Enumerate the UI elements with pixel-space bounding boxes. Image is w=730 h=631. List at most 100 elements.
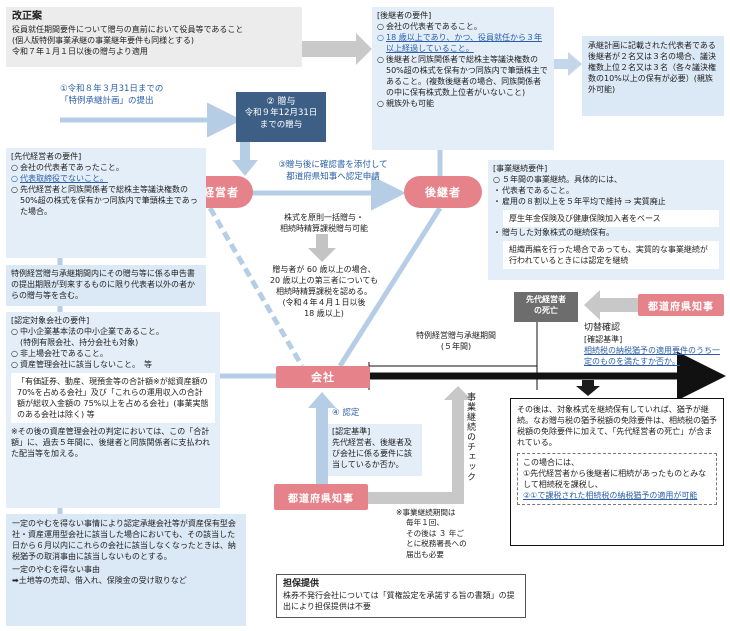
step1-line: 「特例承継計画」の提出	[60, 95, 154, 106]
certification-text: 先代経営者、後継者及び会社に係る要件に該当しているか否か。	[332, 438, 412, 470]
step1-label: ①令和８年３月31日までの 「特例承継計画」の提出	[60, 84, 240, 107]
reform-box: 改正案 役員就任期間要件について贈与の直前において役員等であること (個人版特例…	[6, 7, 302, 67]
pension-note: 厚生年金保険及び健康保険加入者をベース	[503, 210, 719, 228]
predecessor-req-item: 代表取締役でないこと。	[11, 173, 201, 184]
certification-arrow	[308, 392, 336, 484]
successor-req-item: 親族外も可能	[377, 98, 549, 109]
center-arrow	[308, 234, 336, 262]
company-req-item: 非上場会社であること。	[11, 348, 215, 359]
grant-period-label: 特例経営贈与承継期間 (５年間)	[396, 330, 516, 352]
company-req-item: (特例有限会社、持分会社も対象)	[20, 338, 139, 348]
plan-note-box: 承継計画に記載された代表者である後継者が２名又は３名の場合、議決権数上位２名又は…	[582, 36, 724, 116]
step2-line: までの贈与	[259, 120, 303, 131]
settlement-line: 18 歳以上)	[304, 309, 344, 319]
exemption-note-box: 一定のやむを得ない事情により認定承継会社等が資産保有型会社・資産運用型会社に該当…	[6, 514, 246, 626]
settlement-note: 贈与者が 60 歳以上の場合、 20 歳以上の第三者についても 相続時精算課税を…	[256, 264, 392, 319]
collateral-box: 担保提供 株券不発行会社については「質権設定を承諾する旨の書類」の提出により担保…	[276, 574, 526, 618]
step3-line: ③贈与後に確認書を添付して	[278, 160, 388, 170]
case-item: ①先代経営者から後継者に相続があったものとみなして相続税を課税し、	[523, 469, 707, 490]
step1-line: ①令和８年３月31日までの	[60, 84, 164, 94]
certification-box: [認定基準] 先代経営者、後継者及び会社に係る要件に該当しているか否か。	[328, 424, 422, 476]
period-line: (５年間)	[440, 342, 472, 352]
successor-company-line	[337, 206, 443, 368]
continuation-item: ５年間の事業継続。具体的には、	[493, 174, 719, 185]
reform-line: 令和７年１月１日以後の贈与より適用	[12, 46, 148, 56]
report-line: ※事業継続期間は	[396, 508, 456, 517]
continuation-check-label: 事業継続のチェック	[465, 392, 475, 482]
confirm-title: [確認基準]	[584, 335, 623, 344]
period-line: 特例経営贈与承継期間	[416, 331, 496, 340]
continuation-requirements-box: [事業継続要件] ５年間の事業継続。具体的には、 代表者であること。 雇用の８割…	[488, 160, 724, 280]
collateral-title: 担保提供	[283, 579, 320, 589]
predecessor-req-item: 先代経営者と同族関係者で総株主等議決権数の 50%超の株式を保有かつ同族内で筆頭…	[11, 184, 201, 217]
predecessor-requirements-box: [先代経営者の要件] 会社の代表者であったこと。 代表取締役でないこと。 先代経…	[6, 148, 206, 258]
predecessor-req-item: 会社の代表者であったこと。	[11, 162, 201, 173]
asset-company-quote: 「有価証券、動産、現預金等の合計額※が総資産額の70%を占める会社」及び「これら…	[11, 373, 215, 424]
predecessor-note-box: 特例経営贈与承継期間内にその贈与等に係る申告書の提出期限が到来するものに限り代表…	[6, 265, 206, 306]
cutover-arrow	[584, 290, 638, 320]
company-requirements-box: [認定対象会社の要件] 中小企業基本法の中小企業であること。 (特例有限会社、持…	[6, 312, 220, 508]
step3-line: 都道府県知事へ認定申請	[286, 171, 380, 182]
continuation-subitem: 代表者であること。	[493, 185, 719, 196]
reform-line: (個人版特例事業承継の事業継年要件も同様とする)	[12, 35, 194, 45]
predecessor-req-title: [先代経営者の要件]	[11, 152, 82, 161]
confirm-criteria: [確認基準] 相続税の納税猶予の適用要件のうち一定のものを満たすか否か。	[584, 334, 724, 367]
confirm-text: 相続税の納税猶予の適用要件のうち一定のものを満たすか否か。	[584, 346, 720, 367]
company-pill: 会社	[276, 366, 370, 388]
aftermath-main: その後は、対象株式を継続保有していれば、猶予が継続。なお贈与税の猶予税額の免除要…	[517, 405, 717, 448]
check-arrow	[368, 386, 472, 504]
successor-req-item: 会社の代表者であること。	[377, 21, 549, 32]
step3-label: ③贈与後に確認書を添付して 都道府県知事へ認定申請	[258, 160, 408, 183]
gift-step-box: ② 贈与 令和９年12月31日 までの贈与	[236, 92, 326, 142]
aftermath-case-box: この場合には、 ①先代経営者から後継者に相続があったものとみなして相続税を課税し…	[517, 453, 717, 506]
death-line: の死亡	[534, 306, 558, 316]
death-line: 先代経営者	[526, 295, 566, 304]
predecessor-company-line	[207, 206, 305, 368]
plan-note-arrow	[554, 52, 582, 76]
successor-req-title: [後継者の要件]	[377, 11, 432, 20]
continuation-subitem: 贈与した対象株式の継続保有。	[493, 227, 719, 238]
step2-arrow	[232, 142, 258, 176]
report-line: とに税務署長への	[406, 539, 467, 549]
stock-gift-note: 株式を原則一括贈与・ 相続時精算課税贈与可能	[254, 212, 394, 234]
certification-title: [認定基準]	[332, 427, 371, 436]
case-title: この場合には、	[523, 458, 579, 468]
continuation-title: [事業継続要件]	[493, 164, 548, 173]
settlement-line: 20 歳以上の第三者についても	[269, 276, 379, 286]
report-note: ※事業継続期間は 毎年１回、 その後は ３ 年ご とに税務署長への 届出も必要	[396, 508, 486, 560]
company-req-item: 資産管理会社に該当しないこと。 等	[11, 359, 215, 370]
exemption-sub: ➡土地等の売却、借入れ、保険金の受け取りなど	[12, 576, 187, 586]
predecessor-death-box: 先代経営者 の死亡	[514, 292, 578, 322]
settlement-line: 贈与者が 60 歳以上の場合、	[272, 265, 376, 274]
certification-num: ④ 認定	[332, 408, 360, 418]
settlement-line: (令和４年４月１日以後	[282, 298, 366, 308]
report-line: 毎年１回、	[406, 518, 444, 528]
exemption-sub: 一定のやむを得ない事由	[12, 565, 100, 575]
company-req-title: [認定対象会社の要件]	[11, 316, 90, 325]
case-item: ②①で課税された相続税の納税猶予の適用が可能	[523, 491, 698, 501]
exemption-main: 一定のやむを得ない事情により認定承継会社等が資産保有型会社・資産運用型会社に該当…	[12, 519, 236, 562]
stock-line: 株式を原則一括贈与・	[284, 213, 364, 222]
report-line: 届出も必要	[406, 549, 444, 559]
aftermath-box: その後は、対象株式を継続保有していれば、猶予が継続。なお贈与税の猶予税額の免除要…	[510, 398, 724, 546]
company-req-item: 中小企業基本法の中小企業であること。	[11, 326, 215, 337]
collateral-text: 株券不発行会社については「質権設定を承諾する旨の書類」の提出により担保提供は不要	[283, 591, 515, 612]
step2-line: 令和９年12月31日	[244, 108, 318, 119]
successor-req-item: 18 歳以上であり、かつ、役員就任から３年以上経過していること。	[377, 32, 549, 54]
step2-title: ② 贈与	[266, 97, 296, 107]
asset-company-note: ※その後の資産管理会社の判定においては、この「合計額」に、過去５年間に、後継者と…	[11, 427, 211, 459]
cutover-label: 切替確認	[584, 323, 621, 333]
continuation-subitem: 雇用の８割以上を５年平均で維持 ⇒ 実質廃止	[493, 196, 719, 207]
governor-pill: 都道府県知事	[274, 484, 368, 510]
settlement-line: 相続時精算課税を認める。	[276, 287, 372, 297]
stock-line: 相続時精算課税贈与可能	[280, 224, 368, 234]
reform-arrow	[302, 33, 372, 65]
governor-pill-right: 都道府県知事	[638, 294, 724, 316]
reform-line: 役員就任期間要件について贈与の直前において役員等であること	[12, 24, 244, 34]
reorg-note: 組織再編を行った場合であっても、実質的な事業継続が行われているときには認定を継続	[503, 241, 719, 270]
report-line: その後は ３ 年ご	[406, 528, 464, 538]
aftermath-arrow	[576, 380, 600, 396]
reform-title: 改正案	[12, 11, 42, 22]
successor-req-item: 後継者と同族関係者で総株主等議決権数の 50%超の株式を保有かつ同族内で筆頭株主…	[377, 54, 549, 98]
